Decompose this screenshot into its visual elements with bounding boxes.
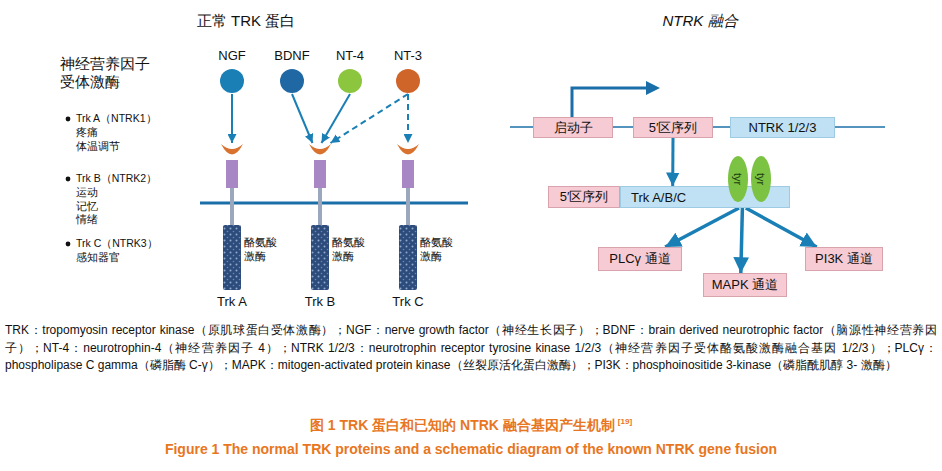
arrow-connector bbox=[741, 208, 743, 273]
kinase-label: 酪氨酸 激酶 bbox=[420, 235, 453, 263]
side-label: 运动 记忆 情绪 bbox=[76, 186, 98, 227]
sequence-box: NTRK 1/2/3 bbox=[730, 117, 835, 138]
tyr-oval bbox=[728, 156, 748, 202]
caption-row: 图 1 TRK 蛋白和已知的 NTRK 融合基因产生机制[19] bbox=[0, 417, 942, 435]
ligand-circle: NT-3 bbox=[388, 48, 428, 94]
arrow-connector bbox=[322, 94, 351, 143]
side-label: Trk B（NTRK2） bbox=[76, 172, 157, 186]
receptor-shape bbox=[305, 143, 335, 308]
ligand-name: NGF bbox=[218, 48, 245, 63]
transmembrane-stalk bbox=[230, 188, 234, 225]
extracellular-domain bbox=[314, 160, 326, 188]
receptor-shape bbox=[217, 143, 247, 308]
ligand-name: BDNF bbox=[274, 48, 309, 63]
box-label: MAPK 通道 bbox=[712, 276, 778, 294]
binding-crescent bbox=[309, 144, 331, 155]
abbreviation-note: TRK：tropomyosin receptor kinase（原肌球蛋白受体激… bbox=[5, 322, 937, 375]
transcription-start-arrow bbox=[572, 88, 648, 117]
receptor: 酪氨酸 激酶Trk A bbox=[217, 143, 247, 308]
receptor-shape bbox=[393, 143, 423, 308]
kinase-domain bbox=[223, 225, 241, 290]
kinase-label: 酪氨酸 激酶 bbox=[244, 235, 277, 263]
box-label: tyr bbox=[732, 173, 744, 185]
receptor-name: Trk C bbox=[392, 294, 423, 309]
bullet-dot bbox=[66, 242, 71, 247]
receptor: 酪氨酸 激酶Trk C bbox=[393, 143, 423, 308]
tyrosine-oval: tyr bbox=[751, 156, 771, 202]
receptor: 酪氨酸 激酶Trk B bbox=[305, 143, 335, 308]
ligand-name: NT-3 bbox=[394, 48, 422, 63]
arrow-connector bbox=[407, 94, 409, 143]
arrow-connector bbox=[671, 138, 674, 186]
arrow-connector bbox=[331, 94, 409, 143]
ligand-circle: NT-4 bbox=[330, 48, 370, 94]
sequence-box: MAPK 通道 bbox=[703, 273, 787, 297]
reference-number: [19] bbox=[618, 417, 632, 426]
box-label: tyr bbox=[755, 173, 767, 185]
tyrosine-oval: tyr bbox=[728, 156, 748, 202]
transcription-arrowhead bbox=[646, 81, 660, 95]
sequence-box: 5′区序列 bbox=[633, 117, 713, 138]
binding-crescent bbox=[221, 144, 243, 155]
sequence-box: PI3K 通道 bbox=[805, 247, 883, 271]
sequence-box: 启动子 bbox=[533, 117, 613, 138]
binding-crescent bbox=[397, 144, 419, 155]
side-label: Trk C（NTRK3） bbox=[76, 237, 158, 251]
panel-title: NTRK 融合 bbox=[640, 12, 760, 31]
arrow-connector bbox=[231, 94, 233, 143]
ligand-circle: BDNF bbox=[272, 48, 312, 94]
ligand-dot bbox=[338, 69, 362, 93]
ligand-dot bbox=[280, 69, 304, 93]
kinase-label: 酪氨酸 激酶 bbox=[332, 235, 365, 263]
panel-title: 正常 TRK 蛋白 bbox=[186, 12, 306, 31]
ligand-dot bbox=[220, 69, 244, 93]
box-label: Trk A/B/C bbox=[631, 190, 686, 205]
side-label: 疼痛 体温调节 bbox=[76, 126, 120, 153]
figure-caption: 图 1 TRK 蛋白和已知的 NTRK 融合基因产生机制 bbox=[310, 417, 615, 433]
transmembrane-stalk bbox=[406, 188, 410, 225]
side-label: 神经营养因子 受体激酶 bbox=[60, 55, 150, 91]
box-label: 5′区序列 bbox=[649, 119, 698, 137]
arrow-connector bbox=[292, 94, 313, 143]
tyr-oval bbox=[751, 156, 771, 202]
english-caption: Figure 1 The normal TRK proteins and a s… bbox=[0, 441, 942, 457]
ligand-name: NT-4 bbox=[336, 48, 364, 63]
box-label: PI3K 通道 bbox=[815, 250, 873, 268]
sequence-box: PLCγ 通道 bbox=[598, 247, 682, 271]
ligand-dot bbox=[396, 69, 420, 93]
extracellular-domain bbox=[402, 160, 414, 188]
arrow-connector bbox=[746, 208, 817, 247]
sequence-box: Trk A/B/Ctyrtyr bbox=[620, 186, 790, 208]
side-label: Trk A（NTRK1） bbox=[76, 112, 157, 126]
receptor-name: Trk B bbox=[305, 294, 336, 309]
bullet-dot bbox=[66, 117, 71, 122]
extracellular-domain bbox=[226, 160, 238, 188]
kinase-domain bbox=[311, 225, 329, 290]
bullet-dot bbox=[66, 177, 71, 182]
ligand-circle: NGF bbox=[212, 48, 252, 94]
box-label: 5′区序列 bbox=[560, 188, 609, 206]
box-label: PLCγ 通道 bbox=[609, 250, 670, 268]
cell-membrane bbox=[200, 202, 468, 205]
sequence-box: 5′区序列 bbox=[548, 186, 620, 208]
transmembrane-stalk bbox=[318, 188, 322, 225]
kinase-domain bbox=[399, 225, 417, 290]
box-label: 启动子 bbox=[554, 119, 593, 137]
box-label: NTRK 1/2/3 bbox=[749, 120, 817, 135]
receptor-name: Trk A bbox=[217, 294, 247, 309]
side-label: 感知器官 bbox=[76, 251, 120, 265]
arrow-connector bbox=[665, 208, 739, 247]
